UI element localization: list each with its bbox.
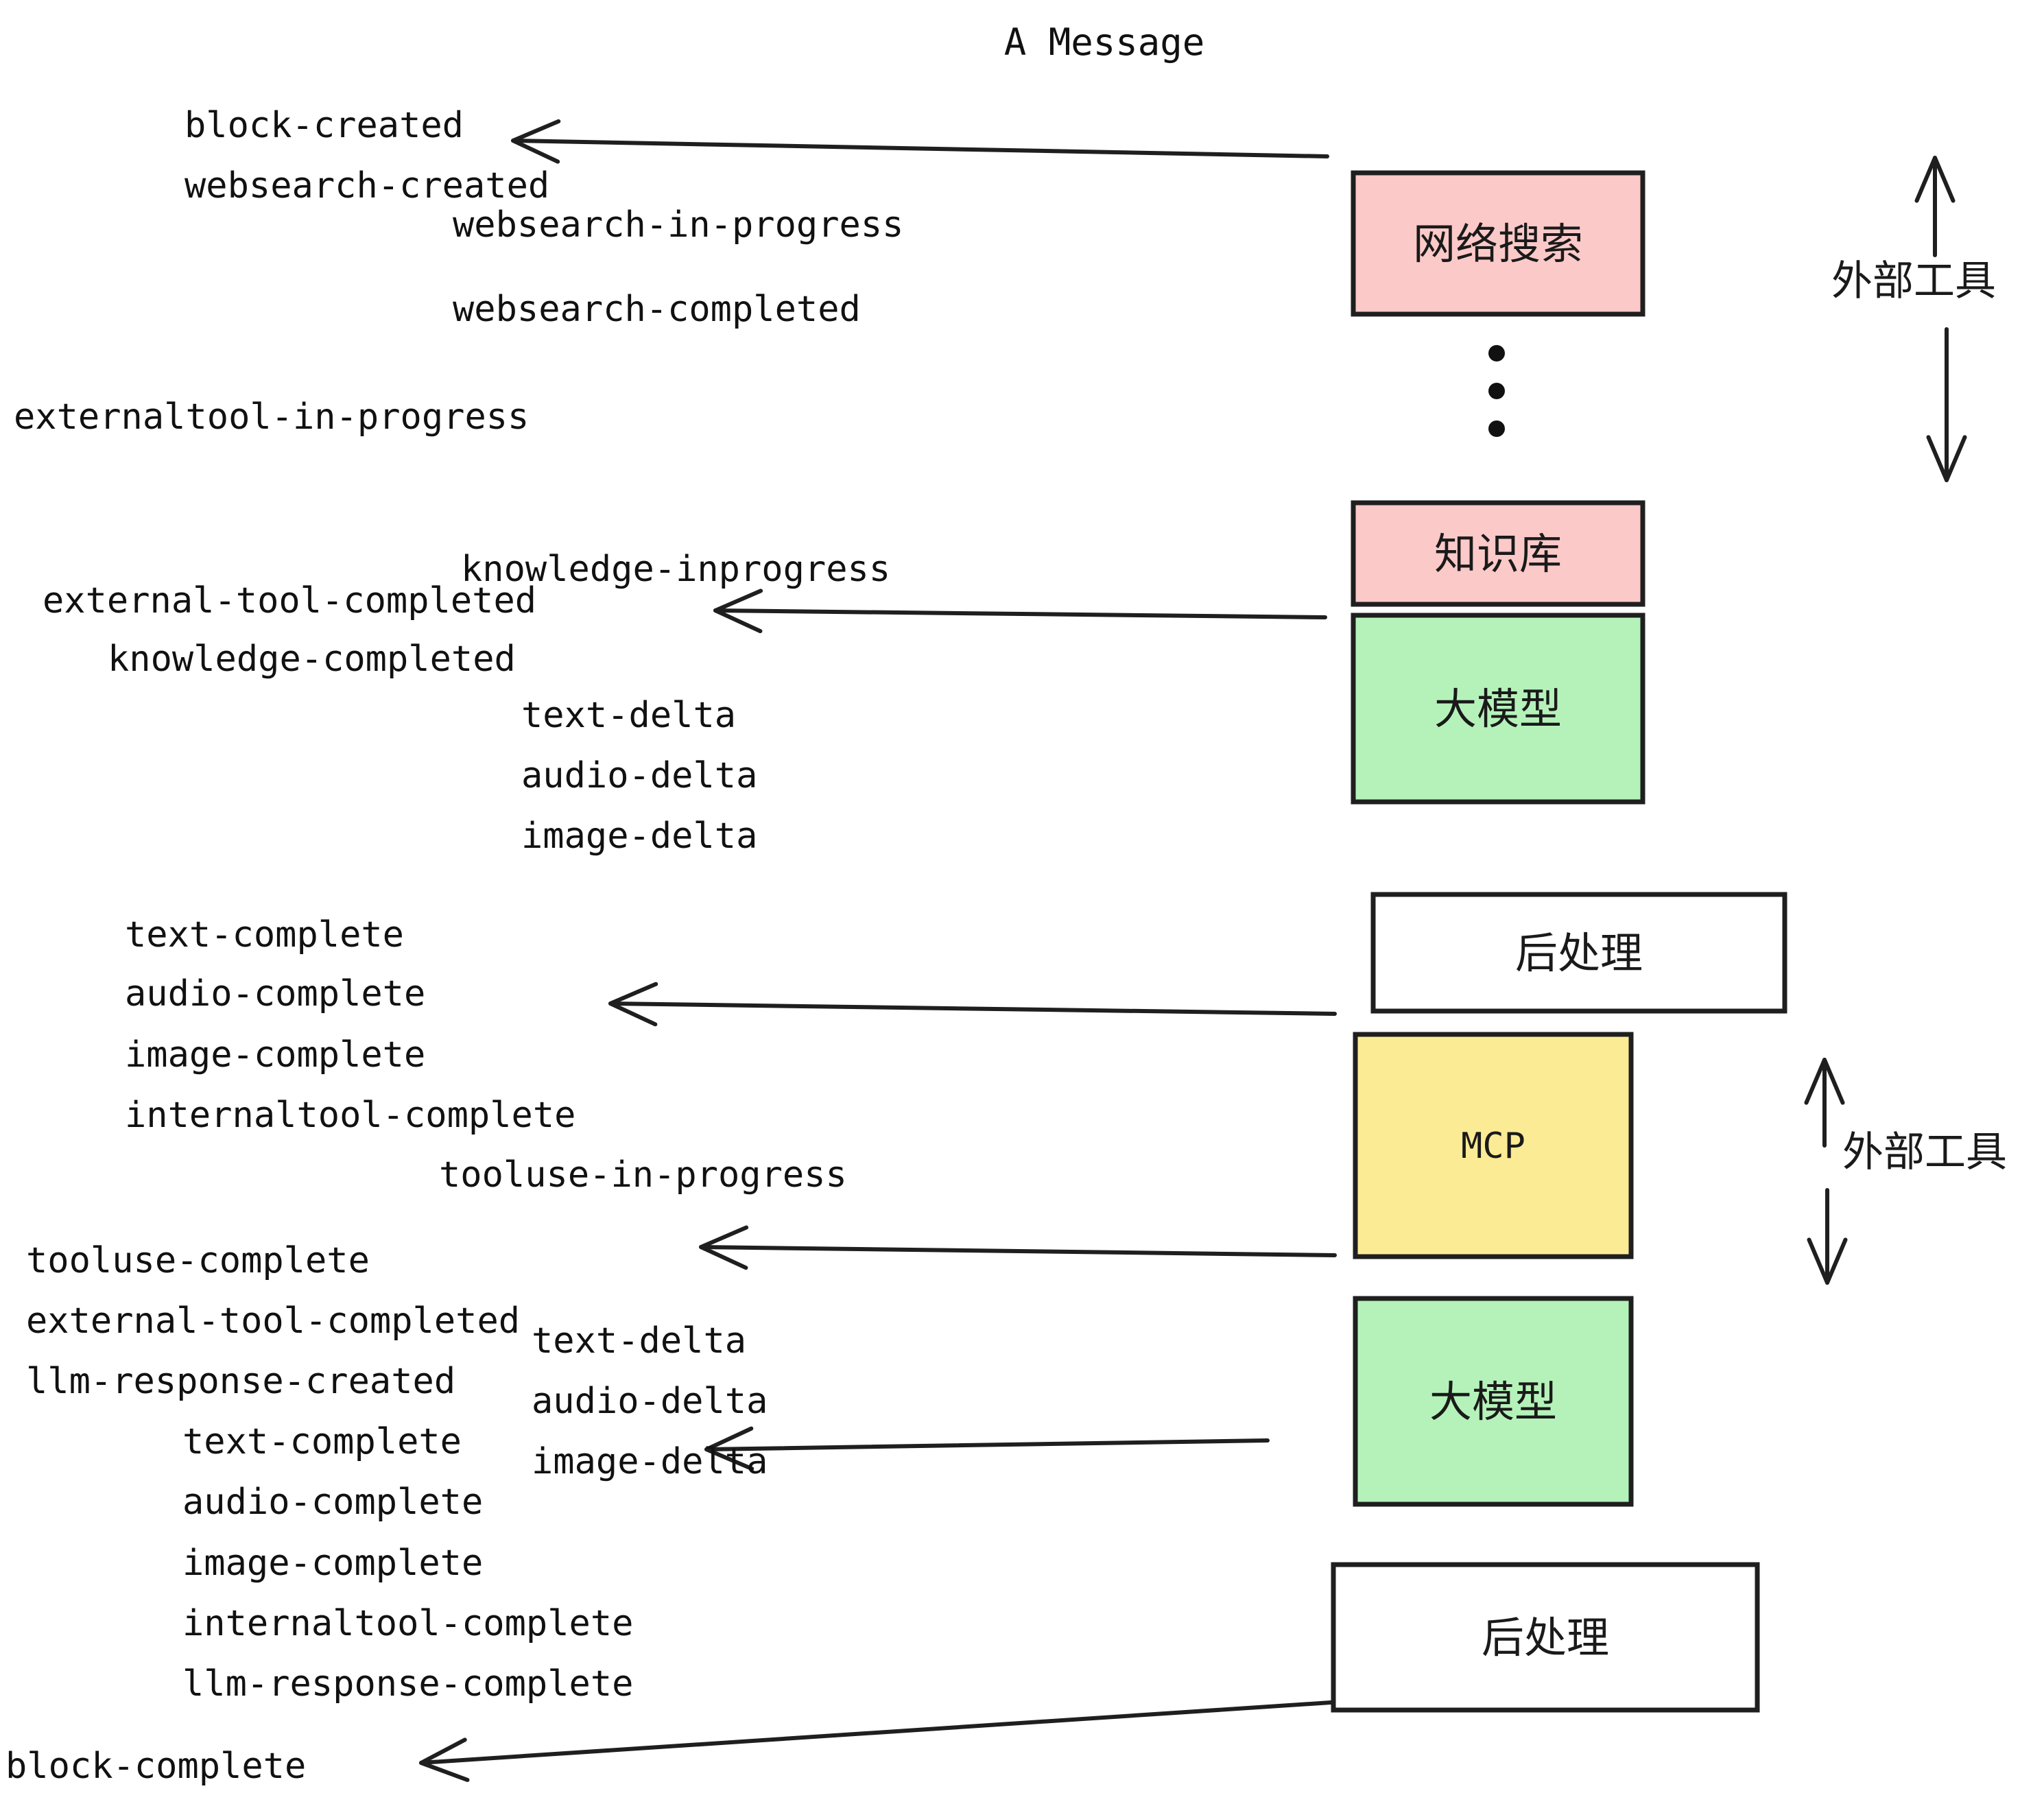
side-label-external-tool-bottom: 外部工具	[1842, 1128, 2007, 1176]
event-label-text-complete-1: text-complete	[125, 914, 404, 956]
external-tool-down-top	[1926, 327, 1967, 482]
event-label-block-complete: block-complete	[5, 1746, 306, 1787]
event-label-tooluse-complete: tooluse-complete	[26, 1240, 370, 1281]
node-websearch[interactable]: 网络搜索	[1351, 170, 1645, 317]
arrow-block-complete	[419, 1700, 1333, 1782]
side-label-external-tool-top: 外部工具	[1831, 257, 1996, 305]
event-label-externaltool-in-progress: externaltool-in-progress	[14, 396, 529, 438]
arrow-external-tool-done-shaft	[699, 1245, 1337, 1257]
node-box-postprocess-1	[1370, 892, 1787, 1014]
event-label-llm-response-complete: llm-response-complete	[182, 1663, 633, 1705]
arrow-external-tool-done	[699, 1225, 1337, 1270]
ellipsis-dots	[1488, 345, 1505, 437]
arrow-block-complete-head-icon	[419, 1737, 470, 1782]
event-label-block-created: block-created	[185, 105, 464, 146]
arrow-image-complete-head-icon	[608, 982, 658, 1027]
event-label-audio-delta-1: audio-delta	[521, 755, 757, 796]
event-label-audio-complete-2: audio-complete	[182, 1482, 483, 1523]
event-label-external-tool-completed-2: external-tool-completed	[26, 1301, 520, 1342]
event-label-audio-delta-2: audio-delta	[532, 1381, 768, 1422]
event-label-group: block-createdwebsearch-createdwebsearch-…	[5, 105, 903, 1787]
external-tool-down-bottom-head-icon	[1807, 1237, 1848, 1285]
arrow-external-tool-done-head-icon	[699, 1225, 749, 1270]
event-label-text-complete-2: text-complete	[182, 1421, 462, 1462]
event-label-audio-complete-1: audio-complete	[125, 973, 425, 1014]
node-box-websearch	[1351, 170, 1645, 317]
external-tool-up-top-head-icon	[1914, 156, 1956, 203]
node-postprocess-1[interactable]: 后处理	[1370, 892, 1787, 1014]
external-tool-up-bottom	[1804, 1058, 1845, 1148]
event-label-internaltool-complete-1: internaltool-complete	[125, 1095, 575, 1136]
arrow-image-complete	[608, 982, 1337, 1027]
node-mcp[interactable]: MCP	[1353, 1032, 1634, 1259]
arrow-audio-complete	[704, 1426, 1270, 1471]
ellipsis-dot-icon	[1488, 420, 1505, 437]
event-label-image-delta-2: image-delta	[532, 1441, 768, 1482]
event-label-image-complete-1: image-complete	[125, 1034, 425, 1076]
arrow-block-complete-shaft	[419, 1700, 1333, 1765]
arrow-knowledge-completed	[713, 589, 1327, 634]
page-title: A Message	[1004, 21, 1205, 64]
external-tool-down-top-head-icon	[1926, 435, 1967, 482]
ellipsis-dot-icon	[1488, 383, 1505, 399]
node-label-mcp: MCP	[1461, 1126, 1525, 1167]
event-label-external-tool-completed-1: external-tool-completed	[43, 580, 536, 621]
event-label-websearch-in-progress: websearch-in-progress	[453, 204, 903, 246]
node-label-llm-2: 大模型	[1429, 1377, 1557, 1427]
node-box-llm-2	[1353, 1296, 1634, 1507]
event-label-knowledge-completed: knowledge-completed	[108, 639, 516, 680]
arrow-image-complete-shaft	[608, 1001, 1337, 1016]
node-knowledge[interactable]: 知识库	[1351, 500, 1645, 607]
external-tool-up-bottom-head-icon	[1804, 1058, 1845, 1105]
node-box-mcp	[1353, 1032, 1634, 1259]
event-label-knowledge-inprogress: knowledge-inprogress	[461, 549, 890, 590]
node-box-knowledge	[1351, 500, 1645, 607]
flow-arrow-group	[419, 119, 1337, 1782]
node-label-postprocess-1: 后处理	[1515, 928, 1643, 978]
event-label-llm-response-created: llm-response-created	[26, 1361, 455, 1402]
arrow-audio-complete-shaft	[704, 1438, 1270, 1451]
node-llm-1[interactable]: 大模型	[1351, 613, 1645, 805]
arrow-knowledge-completed-head-icon	[713, 589, 763, 634]
node-label-llm-1: 大模型	[1434, 684, 1562, 734]
arrow-audio-complete-head-icon	[704, 1426, 754, 1471]
arrow-block-created	[511, 119, 1329, 164]
arrow-block-created-shaft	[511, 139, 1329, 158]
event-label-text-delta-1: text-delta	[521, 695, 736, 736]
node-label-postprocess-2: 后处理	[1482, 1613, 1609, 1663]
event-label-image-delta-1: image-delta	[521, 816, 757, 857]
event-label-internaltool-complete-2: internaltool-complete	[182, 1603, 633, 1644]
ellipsis-dot-icon	[1488, 345, 1505, 361]
external-tool-up-top	[1914, 156, 1956, 257]
event-label-websearch-completed: websearch-completed	[453, 289, 861, 330]
event-label-image-complete-2: image-complete	[182, 1543, 483, 1584]
arrow-knowledge-completed-shaft	[713, 608, 1327, 619]
node-llm-2[interactable]: 大模型	[1353, 1296, 1634, 1507]
node-postprocess-2[interactable]: 后处理	[1331, 1562, 1760, 1713]
node-label-websearch: 网络搜索	[1413, 219, 1583, 269]
arrow-block-created-head-icon	[511, 119, 561, 164]
event-label-text-delta-2: text-delta	[532, 1320, 746, 1362]
event-label-websearch-created: websearch-created	[185, 165, 549, 206]
node-box-postprocess-2	[1331, 1562, 1760, 1713]
node-box-llm-1	[1351, 613, 1645, 805]
event-label-tooluse-in-progress: tooluse-in-progress	[439, 1154, 847, 1196]
external-tool-down-bottom	[1807, 1188, 1848, 1285]
node-label-knowledge: 知识库	[1434, 529, 1562, 579]
